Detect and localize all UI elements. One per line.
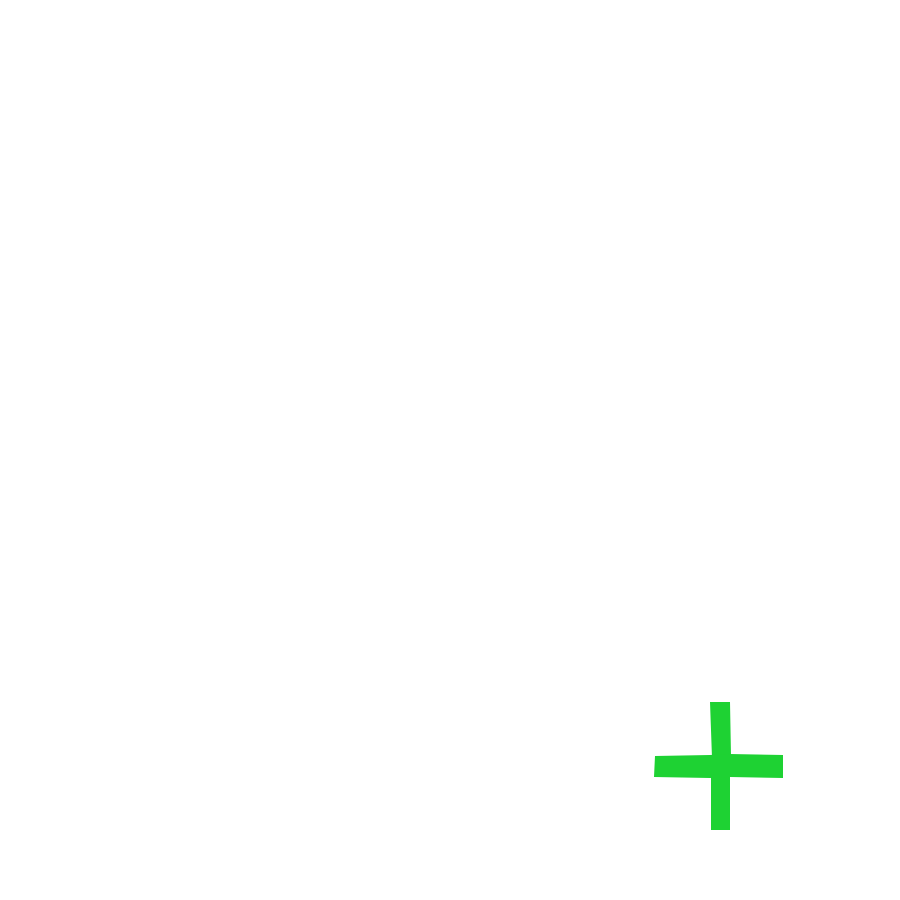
add-button[interactable]	[650, 698, 788, 834]
plus-icon-horizontal-stroke	[654, 754, 783, 778]
plus-icon	[654, 702, 783, 830]
